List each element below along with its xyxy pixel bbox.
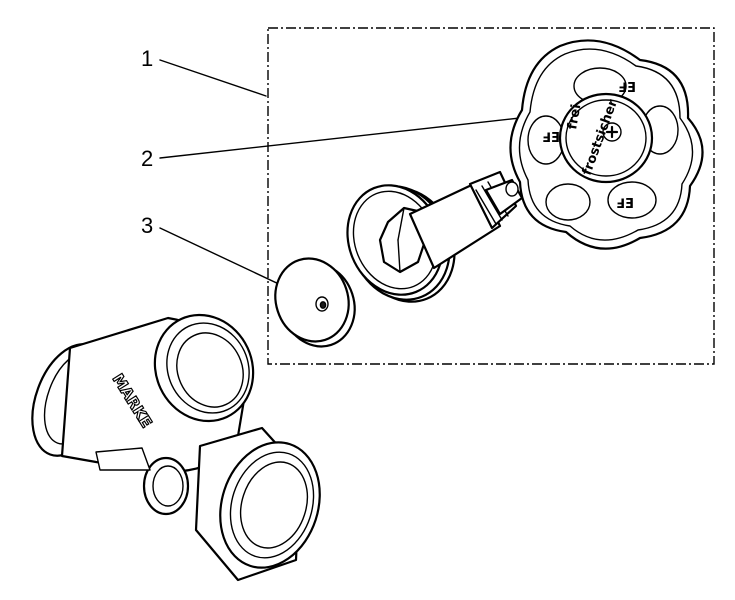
hex-edge-2 [397, 239, 401, 273]
knurl-line-1 [475, 189, 497, 225]
valve-body-rib [95, 447, 151, 471]
leader-line-2 [159, 117, 521, 159]
valve-body: MARKE [31, 313, 321, 582]
kit-boundary-box [267, 27, 715, 365]
outlet-bore [239, 461, 309, 549]
handwheel-opening-bottom-left [545, 183, 591, 221]
hex-edge-1 [397, 207, 405, 241]
handwheel-hub-ring [565, 99, 647, 177]
stem-spindle-body [408, 180, 502, 270]
handwheel: frei frostsicher ℲƎ ℲƎ ℲƎ [509, 39, 704, 250]
callout-2-label: 2 [141, 146, 153, 171]
washer-hole-shadow [319, 301, 327, 309]
callout-1: 1 [141, 46, 267, 97]
handwheel-inner-rim [518, 48, 694, 241]
drain-boss-inner [152, 465, 184, 507]
callout-2: 2 [141, 117, 521, 171]
drain-boss [142, 456, 190, 516]
callout-3: 3 [141, 213, 301, 295]
leader-line-1 [159, 59, 267, 97]
washer-front-face [274, 257, 350, 343]
handwheel-logo-left: ℲƎ [542, 131, 560, 146]
callout-1-label: 1 [141, 46, 153, 71]
hub-marking-frei: frei [565, 103, 584, 131]
handwheel-opening-bottom-right [607, 181, 657, 219]
handwheel-logo-top: ℲƎ [618, 81, 636, 96]
stem-shaft-tip [505, 181, 519, 197]
handwheel-logo-bottom: ℲƎ [616, 197, 634, 212]
bonnet-opening-bore [176, 332, 244, 408]
valve-stem-assembly [346, 170, 524, 303]
callout-3-label: 3 [141, 213, 153, 238]
seal-washer [274, 257, 356, 348]
knurl-line-2 [481, 185, 503, 221]
